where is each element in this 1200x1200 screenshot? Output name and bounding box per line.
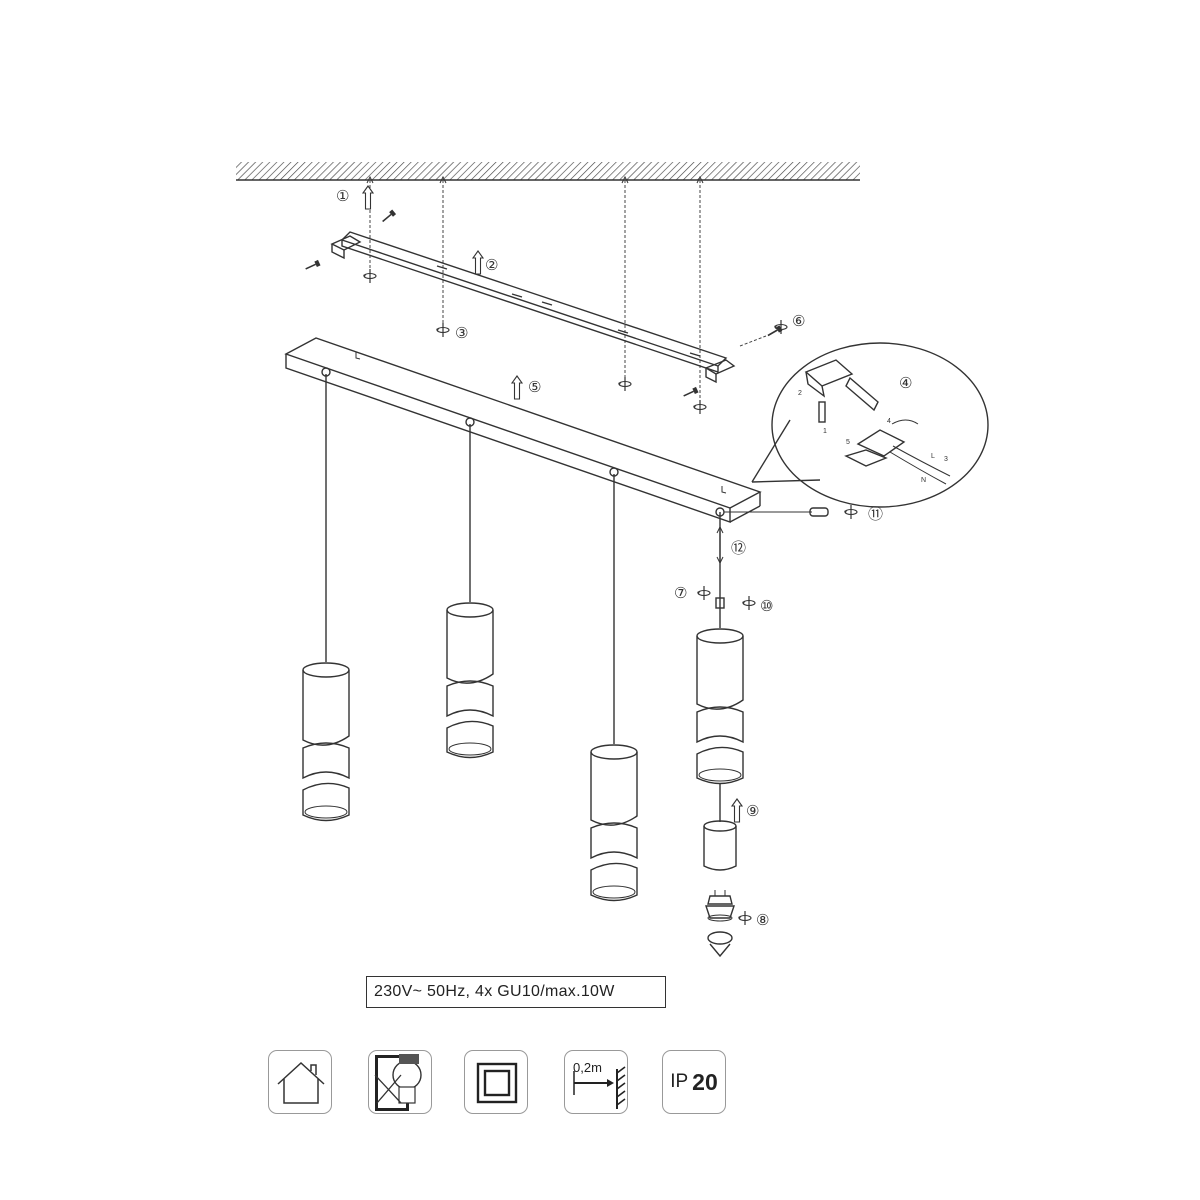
step-labels: ① ② ③ ④ ⑤ ⑥ ⑦ ⑧ ⑨ ⑩ ⑪ ⑫	[336, 187, 912, 929]
wire-label-1: 1	[823, 428, 827, 435]
step-11-label: ⑪	[868, 505, 883, 523]
wire-label-3: 3	[944, 456, 948, 463]
step-8-label: ⑧	[756, 911, 769, 929]
ip-rating-prefix: IP	[670, 1071, 689, 1092]
gu10-bulb	[705, 890, 735, 922]
pendant-shade-2	[446, 602, 494, 759]
protection-class-ii-icon	[464, 1050, 528, 1114]
retaining-ring	[707, 931, 733, 958]
screwdriver	[724, 507, 829, 517]
electrical-spec: 230V~ 50Hz, 4x GU10/max.10W	[366, 976, 666, 1008]
mounting-bracket	[330, 231, 736, 384]
rotation-symbols	[362, 268, 858, 926]
ip-rating-value: 20	[692, 1068, 718, 1095]
wire-label-live: L	[931, 453, 935, 460]
step-7-label: ⑦	[674, 584, 687, 602]
distance-icon-label: 0,2m	[573, 1060, 602, 1075]
pendant-cables	[321, 367, 725, 822]
indoor-use-icon	[268, 1050, 332, 1114]
step-9-label: ⑨	[746, 802, 759, 820]
step-6-label: ⑥	[792, 312, 805, 330]
pendant-shade-4	[696, 628, 744, 785]
no-dimmer-icon	[368, 1050, 432, 1114]
ip-rating-icon: IP 20	[662, 1050, 726, 1114]
canopy	[284, 337, 762, 523]
step-5-label: ⑤	[528, 378, 541, 396]
wire-label-neutral: N	[921, 477, 926, 484]
ip-rating-text: IP 20	[663, 1051, 725, 1113]
wire-label-4: 4	[887, 418, 891, 425]
step-2-label: ②	[485, 256, 498, 274]
wire-label-2: 2	[798, 390, 802, 397]
lamp-holder	[703, 820, 737, 871]
wiring-labels: 1 2 3 4 5 L N	[798, 390, 948, 484]
step-4-label: ④	[899, 374, 912, 392]
ceiling	[236, 162, 860, 181]
fixing-lines	[366, 175, 704, 405]
direction-arrows	[362, 185, 743, 823]
step-12-label: ⑫	[731, 539, 746, 557]
step-10-label: ⑩	[760, 597, 773, 615]
electrical-spec-text: 230V~ 50Hz, 4x GU10/max.10W	[374, 983, 615, 1000]
distance-icon: 0,2m	[564, 1050, 628, 1114]
pendant-shade-1	[302, 662, 350, 822]
pendant-shade-3	[590, 744, 638, 902]
step-3-label: ③	[455, 324, 468, 342]
step-1-label: ①	[336, 187, 349, 205]
wire-label-5: 5	[846, 439, 850, 446]
wiring-detail	[751, 342, 989, 508]
